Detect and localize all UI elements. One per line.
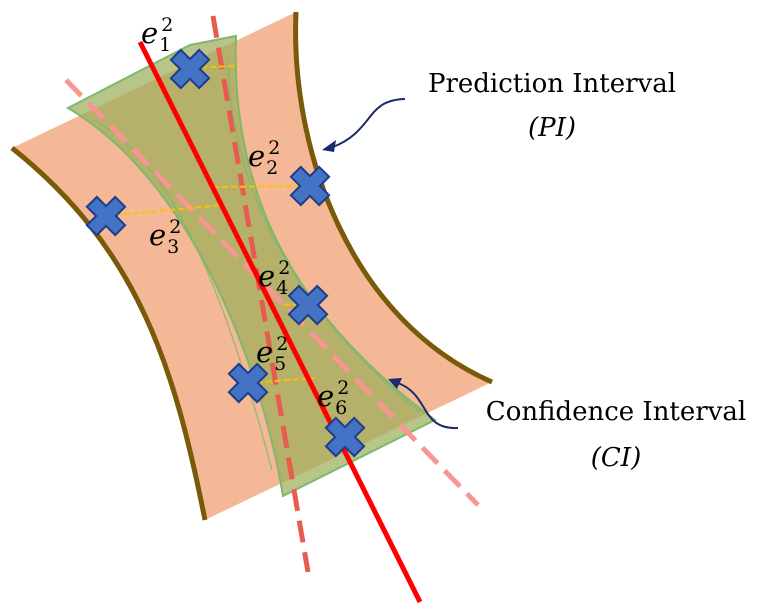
data-point-5-icon xyxy=(227,362,269,404)
data-point-1-icon xyxy=(169,48,211,90)
residual-label-6: e62 xyxy=(317,377,349,419)
confidence-interval-inner-edge xyxy=(93,119,273,471)
alternative-fit-line-shallow xyxy=(64,78,480,507)
residual-label-2: e22 xyxy=(248,137,280,179)
residual-label-5: e52 xyxy=(256,333,288,375)
confidence-interval-inner-edge-right xyxy=(227,57,421,413)
confidence-interval-title: Confidence Interval xyxy=(486,397,746,427)
data-points xyxy=(85,48,366,458)
residual-label-4: e42 xyxy=(258,257,290,299)
residual-segment-3 xyxy=(105,204,223,217)
confidence-interval-abbr: (CI) xyxy=(591,443,641,473)
confidence-interval-arrow-icon xyxy=(397,382,459,430)
prediction-interval-arrow-icon xyxy=(332,98,406,148)
data-point-2-icon xyxy=(289,165,331,207)
residual-labels: e12 e22 e32 e42 e52 e62 xyxy=(141,14,349,419)
prediction-interval-left-edge xyxy=(10,146,208,521)
residual-segment-2 xyxy=(212,185,309,188)
data-point-3-icon xyxy=(85,195,127,237)
data-point-4-icon xyxy=(287,284,329,326)
data-point-6-icon xyxy=(324,416,366,458)
prediction-interval-right-edge xyxy=(293,11,494,385)
residual-label-1: e12 xyxy=(141,14,173,56)
prediction-interval-abbr: (PI) xyxy=(528,113,576,143)
prediction-interval-title: Prediction Interval xyxy=(428,69,676,99)
regression-line xyxy=(137,40,423,604)
residual-label-3: e32 xyxy=(149,216,181,258)
confidence-interval-arrowhead-icon xyxy=(388,378,402,389)
prediction-interval-arrowhead-icon xyxy=(322,140,336,152)
